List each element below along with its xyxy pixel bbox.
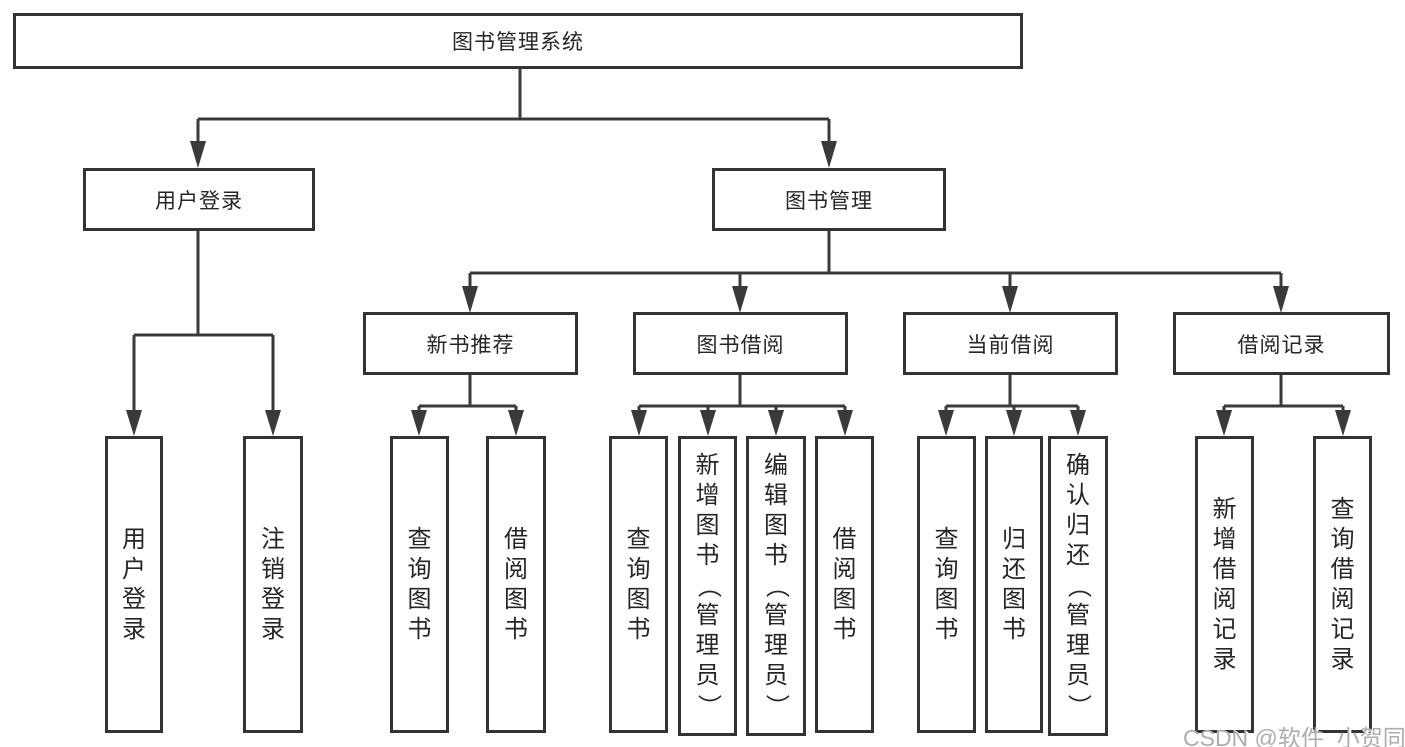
node-current-borrow: 当前借阅	[903, 312, 1118, 375]
connector-book-management-level3	[468, 231, 1283, 290]
arrowheads-level2	[190, 141, 837, 168]
connector-borrow-record-children	[1222, 375, 1345, 414]
arrowheads-level3	[462, 286, 1289, 313]
connector-current-borrow-children	[944, 375, 1080, 414]
connector-book-borrow-children	[637, 375, 847, 414]
connector-user-login-children	[132, 231, 275, 414]
node-new-book-recommend: 新书推荐	[363, 312, 578, 375]
connector-new-book-children	[417, 375, 518, 414]
node-borrow-records: 借阅记录	[1173, 312, 1390, 375]
leaf-add-books-admin: 新增图书（管理员）	[678, 436, 737, 736]
leaf-borrow-books-recommend: 借阅图书	[486, 436, 546, 733]
leaf-user-login: 用户登录	[105, 436, 163, 733]
connector-root-to-level2	[196, 68, 831, 146]
node-root-system: 图书管理系统	[13, 13, 1023, 69]
leaf-query-books-current: 查询图书	[917, 436, 976, 733]
leaf-return-books: 归还图书	[985, 436, 1043, 733]
leaf-query-borrow-record: 查询借阅记录	[1313, 436, 1372, 733]
node-book-management: 图书管理	[712, 168, 946, 231]
node-user-login: 用户登录	[83, 168, 315, 231]
leaf-query-books-borrow: 查询图书	[609, 436, 668, 733]
leaf-confirm-return-admin: 确认归还（管理员）	[1048, 436, 1108, 736]
csdn-watermark: CSDN @软件_小贺同学	[1183, 725, 1405, 747]
leaf-add-borrow-record: 新增借阅记录	[1195, 436, 1254, 733]
node-book-borrow: 图书借阅	[633, 312, 848, 375]
leaf-query-books-recommend: 查询图书	[390, 436, 449, 733]
leaf-borrow-books: 借阅图书	[815, 436, 874, 733]
leaf-edit-books-admin: 编辑图书（管理员）	[746, 436, 806, 736]
leaf-logout: 注销登录	[243, 436, 303, 733]
arrowheads-level4	[126, 410, 1351, 436]
